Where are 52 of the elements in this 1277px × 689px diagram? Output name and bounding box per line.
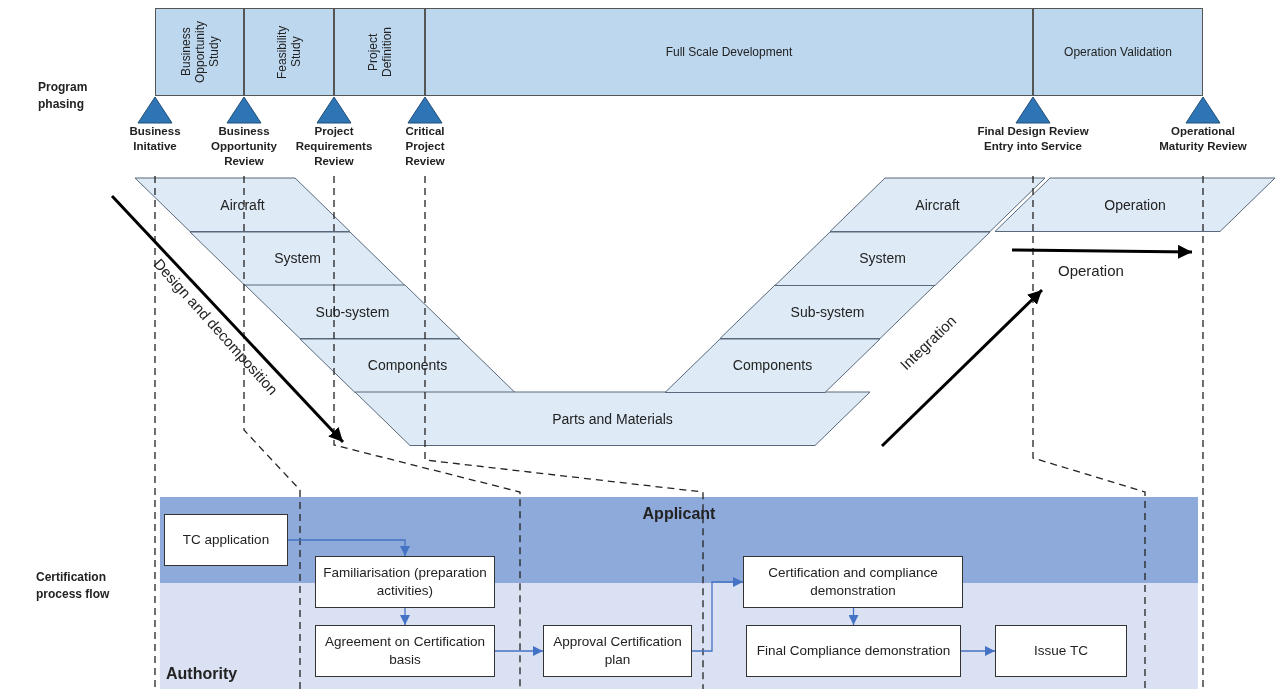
arrow [287,539,410,557]
process-box [315,556,495,608]
arrow [400,607,410,626]
phase-band [425,8,1033,96]
phase-band [1033,8,1203,96]
level-label: Aircraft [915,196,960,213]
process-box [164,514,288,566]
arrow [494,646,544,656]
box-label: Agreement on Certification basis [324,633,486,669]
phase-label: Feasibility Study [275,24,303,81]
level-label: System [859,250,906,267]
arrow [960,646,996,656]
milestone-label: Business Initative [128,124,182,154]
level-label: Aircraft [220,196,265,213]
process-box [995,625,1127,677]
level-label: System [274,250,321,267]
level-label: Parts and Materials [552,410,673,427]
arrow [691,577,744,652]
level-label: Sub-system [790,303,865,320]
process-box [543,625,692,677]
arrow [848,607,859,626]
text-label: Program phasing [38,79,89,113]
box-label: TC application [182,531,270,549]
phase-band [334,8,425,96]
text-label: Certification process flow [36,569,111,603]
milestone-label: Project Requirements Review [294,124,374,169]
level-label: Sub-system [315,303,390,320]
box-label: Certification and compliance demonstration [767,564,939,600]
lane-title: Authority [166,665,238,683]
text-label: Operation [1058,262,1125,279]
phase-band [155,8,244,96]
phase-label: Operation Validation [1064,45,1172,59]
box-label: Final Compliance demonstration [756,642,951,660]
level-label: Components [367,357,448,374]
lane-title: Applicant [642,505,716,523]
box-label: Issue TC [1034,642,1088,660]
box-label: Approval Certification plan [552,633,683,669]
phase-label: Full Scale Development [665,45,793,59]
swimlane [160,583,1198,689]
phase-band [244,8,334,96]
milestone-label: Business Opportunity Review [210,124,278,169]
phase-label: Project Definition [365,26,394,79]
level-label: Components [732,357,813,374]
process-box [315,625,495,677]
process-box [746,625,961,677]
milestone-label: Critical Project Review [404,124,446,169]
milestone-label: Final Design Review Entry into Service [976,124,1090,154]
process-box [743,556,963,608]
level-label: Operation [1104,196,1166,213]
phase-label: Business Opportunity Study [178,20,221,86]
box-label: Familiarisation (preparation activities) [322,564,488,600]
milestone-label: Operational Maturity Review [1158,124,1248,154]
